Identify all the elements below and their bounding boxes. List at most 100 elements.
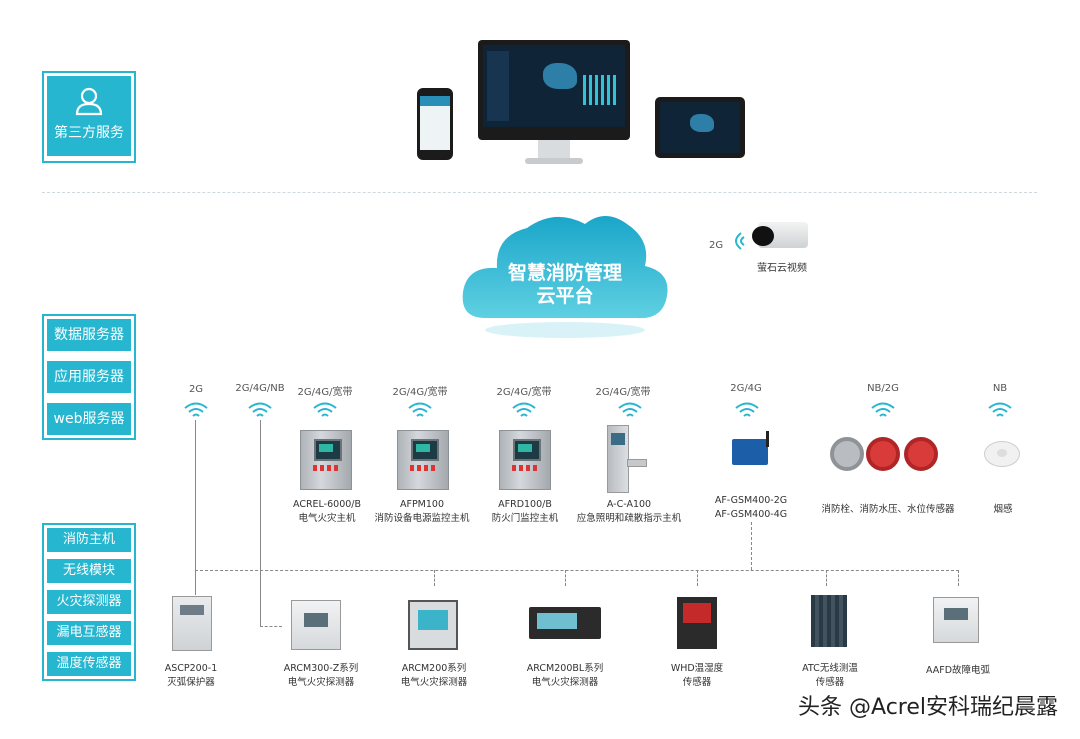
fire-detector-button[interactable]: 火灾探测器 bbox=[47, 590, 131, 614]
device-label-line1: ARCM200BL系列 bbox=[520, 662, 610, 676]
cloud-title-line1: 智慧消防管理 bbox=[475, 262, 655, 285]
device-label-line1: 烟感 bbox=[980, 503, 1026, 517]
connector-line bbox=[826, 570, 827, 586]
third-party-panel: 第三方服务 bbox=[42, 71, 136, 163]
device-label: WHD温湿度 传感器 bbox=[662, 662, 732, 690]
wifi-icon bbox=[870, 400, 896, 420]
arcm200bl-device bbox=[529, 607, 601, 639]
arcm300-device bbox=[291, 600, 341, 650]
wifi-icon bbox=[617, 400, 643, 420]
afrd100-cabinet bbox=[499, 430, 551, 490]
cloud-title-line2: 云平台 bbox=[475, 285, 655, 308]
wifi-icon bbox=[183, 400, 209, 420]
aafd-device bbox=[933, 597, 979, 643]
wifi-icon bbox=[511, 400, 537, 420]
fire-host-button[interactable]: 消防主机 bbox=[47, 528, 131, 552]
connector-line bbox=[195, 420, 196, 595]
device-label-line2: 传感器 bbox=[795, 676, 865, 690]
connector-line bbox=[697, 570, 698, 586]
wifi-icon bbox=[734, 400, 760, 420]
servers-panel: 数据服务器 应用服务器 web服务器 bbox=[42, 314, 136, 440]
device-label-line2: 灭弧保护器 bbox=[156, 676, 226, 690]
device-label: A-C-A100 应急照明和疏散指示主机 bbox=[570, 498, 688, 526]
atc-device bbox=[811, 595, 847, 647]
device-label-line2: AF-GSM400-4G bbox=[706, 508, 796, 522]
device-label: AF-GSM400-2G AF-GSM400-4G bbox=[706, 494, 796, 522]
wifi-icon bbox=[407, 400, 433, 420]
net-label: 2G/4G/宽带 bbox=[578, 383, 668, 398]
connector-line bbox=[565, 570, 566, 586]
leakage-transformer-button[interactable]: 漏电互感器 bbox=[47, 621, 131, 645]
wifi-icon bbox=[247, 400, 273, 420]
camera-image bbox=[752, 220, 812, 252]
device-label-line1: ATC无线测温 bbox=[795, 662, 865, 676]
monitor-base bbox=[525, 158, 583, 164]
connector-line bbox=[434, 570, 435, 586]
temp-sensor-button[interactable]: 温度传感器 bbox=[47, 652, 131, 676]
device-label: AAFD故障电弧 bbox=[920, 664, 996, 678]
device-label-line1: AAFD故障电弧 bbox=[920, 664, 996, 678]
device-label: ATC无线测温 传感器 bbox=[795, 662, 865, 690]
device-label: ACREL-6000/B 电气火灾主机 bbox=[282, 498, 372, 526]
connector-line bbox=[958, 570, 959, 586]
web-server-button[interactable]: web服务器 bbox=[47, 403, 131, 435]
third-party-service-button[interactable]: 第三方服务 bbox=[47, 76, 131, 156]
tablet-image bbox=[655, 97, 745, 158]
device-label-line1: AFRD100/B bbox=[480, 498, 570, 512]
device-label-line2: 传感器 bbox=[662, 676, 732, 690]
cloud-title: 智慧消防管理 云平台 bbox=[475, 262, 655, 308]
connector-line bbox=[260, 626, 282, 627]
phone-image bbox=[417, 88, 453, 160]
device-label-line1: WHD温湿度 bbox=[662, 662, 732, 676]
device-label-line2: 电气火灾探测器 bbox=[391, 676, 477, 690]
device-label: ARCM300-Z系列 电气火灾探测器 bbox=[278, 662, 364, 690]
device-label-line2: 防火门监控主机 bbox=[480, 512, 570, 526]
pressure-sensors-image bbox=[830, 433, 940, 477]
net-label: NB/2G bbox=[838, 383, 928, 394]
wifi-icon bbox=[987, 400, 1013, 420]
device-label-line2: 电气火灾主机 bbox=[282, 512, 372, 526]
acrel-6000-cabinet bbox=[300, 430, 352, 490]
arcm200-device bbox=[408, 600, 458, 650]
device-label-line1: AF-GSM400-2G bbox=[706, 494, 796, 508]
afpm100-cabinet bbox=[397, 430, 449, 490]
camera-wifi-icon bbox=[727, 230, 745, 252]
app-server-button[interactable]: 应用服务器 bbox=[47, 361, 131, 393]
device-label: 烟感 bbox=[980, 503, 1026, 517]
section-divider bbox=[42, 192, 1037, 193]
wireless-module-button[interactable]: 无线模块 bbox=[47, 559, 131, 583]
connector-line bbox=[260, 420, 261, 626]
connector-line bbox=[751, 522, 752, 570]
net-label: 2G/4G bbox=[701, 383, 791, 394]
device-label-line2: 电气火灾探测器 bbox=[520, 676, 610, 690]
components-panel: 消防主机 无线模块 火灾探测器 漏电互感器 温度传感器 bbox=[42, 523, 136, 681]
device-label: AFRD100/B 防火门监控主机 bbox=[480, 498, 570, 526]
watermark: 头条 @Acrel安科瑞纪晨露 bbox=[798, 689, 1058, 721]
third-party-label: 第三方服务 bbox=[47, 122, 131, 142]
smoke-detector-image bbox=[984, 437, 1020, 471]
device-label-line1: 消防栓、消防水压、水位传感器 bbox=[815, 503, 961, 517]
a-c-a100-console bbox=[605, 425, 645, 495]
whd-device bbox=[677, 597, 717, 649]
device-label-line1: AFPM100 bbox=[367, 498, 477, 512]
camera-net-label: 2G bbox=[709, 240, 723, 251]
af-gsm400-module bbox=[728, 437, 772, 467]
device-label-line1: ARCM200系列 bbox=[391, 662, 477, 676]
device-label: ARCM200系列 电气火灾探测器 bbox=[391, 662, 477, 690]
camera-label: 萤石云视频 bbox=[752, 262, 812, 276]
monitor-image bbox=[478, 40, 630, 140]
device-label-line1: ACREL-6000/B bbox=[282, 498, 372, 512]
device-label: ARCM200BL系列 电气火灾探测器 bbox=[520, 662, 610, 690]
net-label: 2G/4G/宽带 bbox=[280, 383, 370, 398]
device-label: 消防栓、消防水压、水位传感器 bbox=[815, 503, 961, 517]
device-label-line2: 应急照明和疏散指示主机 bbox=[570, 512, 688, 526]
device-label-line2: 消防设备电源监控主机 bbox=[367, 512, 477, 526]
device-label-line1: ARCM300-Z系列 bbox=[278, 662, 364, 676]
data-server-button[interactable]: 数据服务器 bbox=[47, 319, 131, 351]
net-label: NB bbox=[955, 383, 1045, 394]
wifi-icon bbox=[312, 400, 338, 420]
monitor-stand bbox=[538, 140, 570, 160]
bus-line bbox=[195, 570, 959, 571]
device-label: AFPM100 消防设备电源监控主机 bbox=[367, 498, 477, 526]
net-label: 2G/4G/宽带 bbox=[375, 383, 465, 398]
